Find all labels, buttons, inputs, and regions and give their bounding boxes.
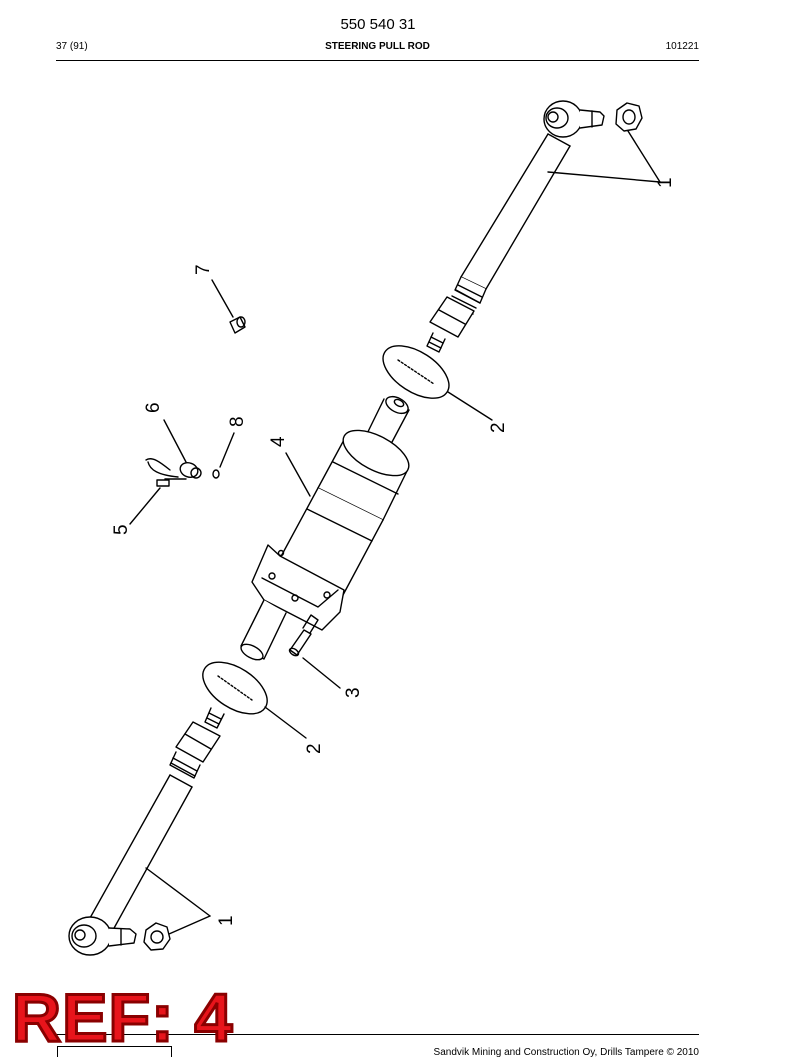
- upper-rod-end: [426, 100, 643, 353]
- footer-divider: [56, 1034, 699, 1035]
- header-divider: [56, 60, 699, 61]
- page-title: STEERING PULL ROD: [325, 41, 430, 52]
- lower-disc: [202, 661, 268, 715]
- callout-2-upper: 2: [488, 422, 509, 433]
- callout-7: 7: [193, 264, 214, 275]
- upper-disc: [382, 345, 450, 399]
- callout-5: 5: [111, 524, 132, 535]
- callout-4: 4: [268, 436, 289, 447]
- fitting: [156, 479, 170, 487]
- callout-8: 8: [227, 416, 248, 427]
- callout-1-lower: 1: [216, 915, 237, 926]
- cap: [229, 316, 246, 334]
- date-code: 101221: [665, 41, 699, 52]
- hydraulic-cylinder: [240, 395, 410, 661]
- page-number: 37 (91): [56, 41, 88, 52]
- callout-1-upper: 1: [655, 177, 676, 188]
- reference-stamp: REF: 4: [10, 980, 234, 1056]
- callout-3: 3: [343, 687, 364, 698]
- page-header: 37 (91) STEERING PULL ROD 101221: [56, 41, 699, 55]
- o-ring: [212, 469, 220, 479]
- document-number: 550 540 31: [340, 16, 416, 33]
- callout-6: 6: [143, 402, 164, 413]
- sensor: [145, 458, 202, 480]
- callout-2-lower: 2: [304, 743, 325, 754]
- brand-logo-fragment: [57, 1046, 172, 1057]
- screw: [288, 614, 319, 657]
- lower-rod-end: [68, 707, 225, 956]
